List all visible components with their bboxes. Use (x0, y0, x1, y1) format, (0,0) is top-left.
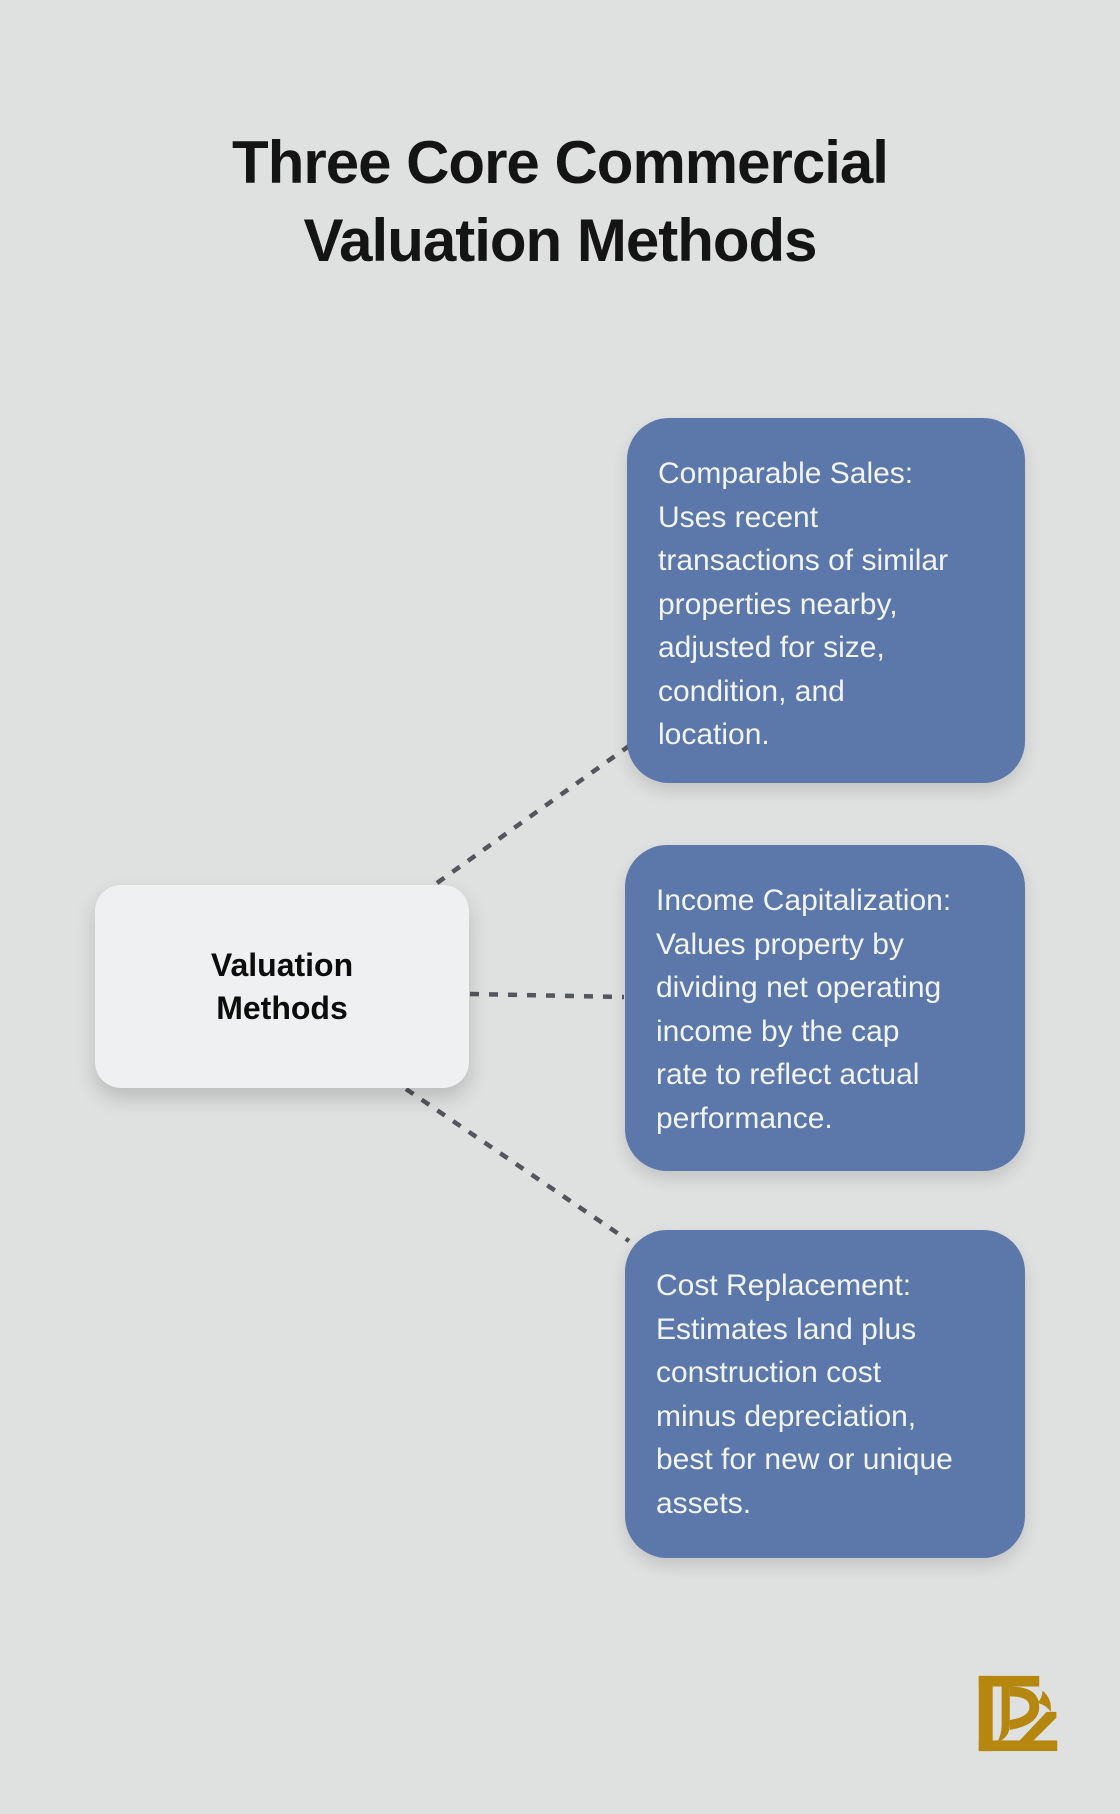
connector-middle (469, 991, 625, 1000)
method-card-income-capitalization: Income Capitalization: Values property b… (625, 845, 1025, 1171)
center-node: Valuation Methods (95, 885, 469, 1088)
page-title: Three Core Commercial Valuation Methods (232, 129, 889, 274)
connector-bottom (404, 1087, 631, 1243)
connector-top (435, 744, 631, 885)
center-node-label: Valuation Methods (210, 947, 354, 1026)
method-card-cost-replacement: Cost Replacement: Estimates land plus co… (625, 1230, 1025, 1558)
method-card-comparable-sales: Comparable Sales: Uses recent transactio… (627, 418, 1025, 783)
lp-monogram-logo-icon (977, 1671, 1059, 1756)
